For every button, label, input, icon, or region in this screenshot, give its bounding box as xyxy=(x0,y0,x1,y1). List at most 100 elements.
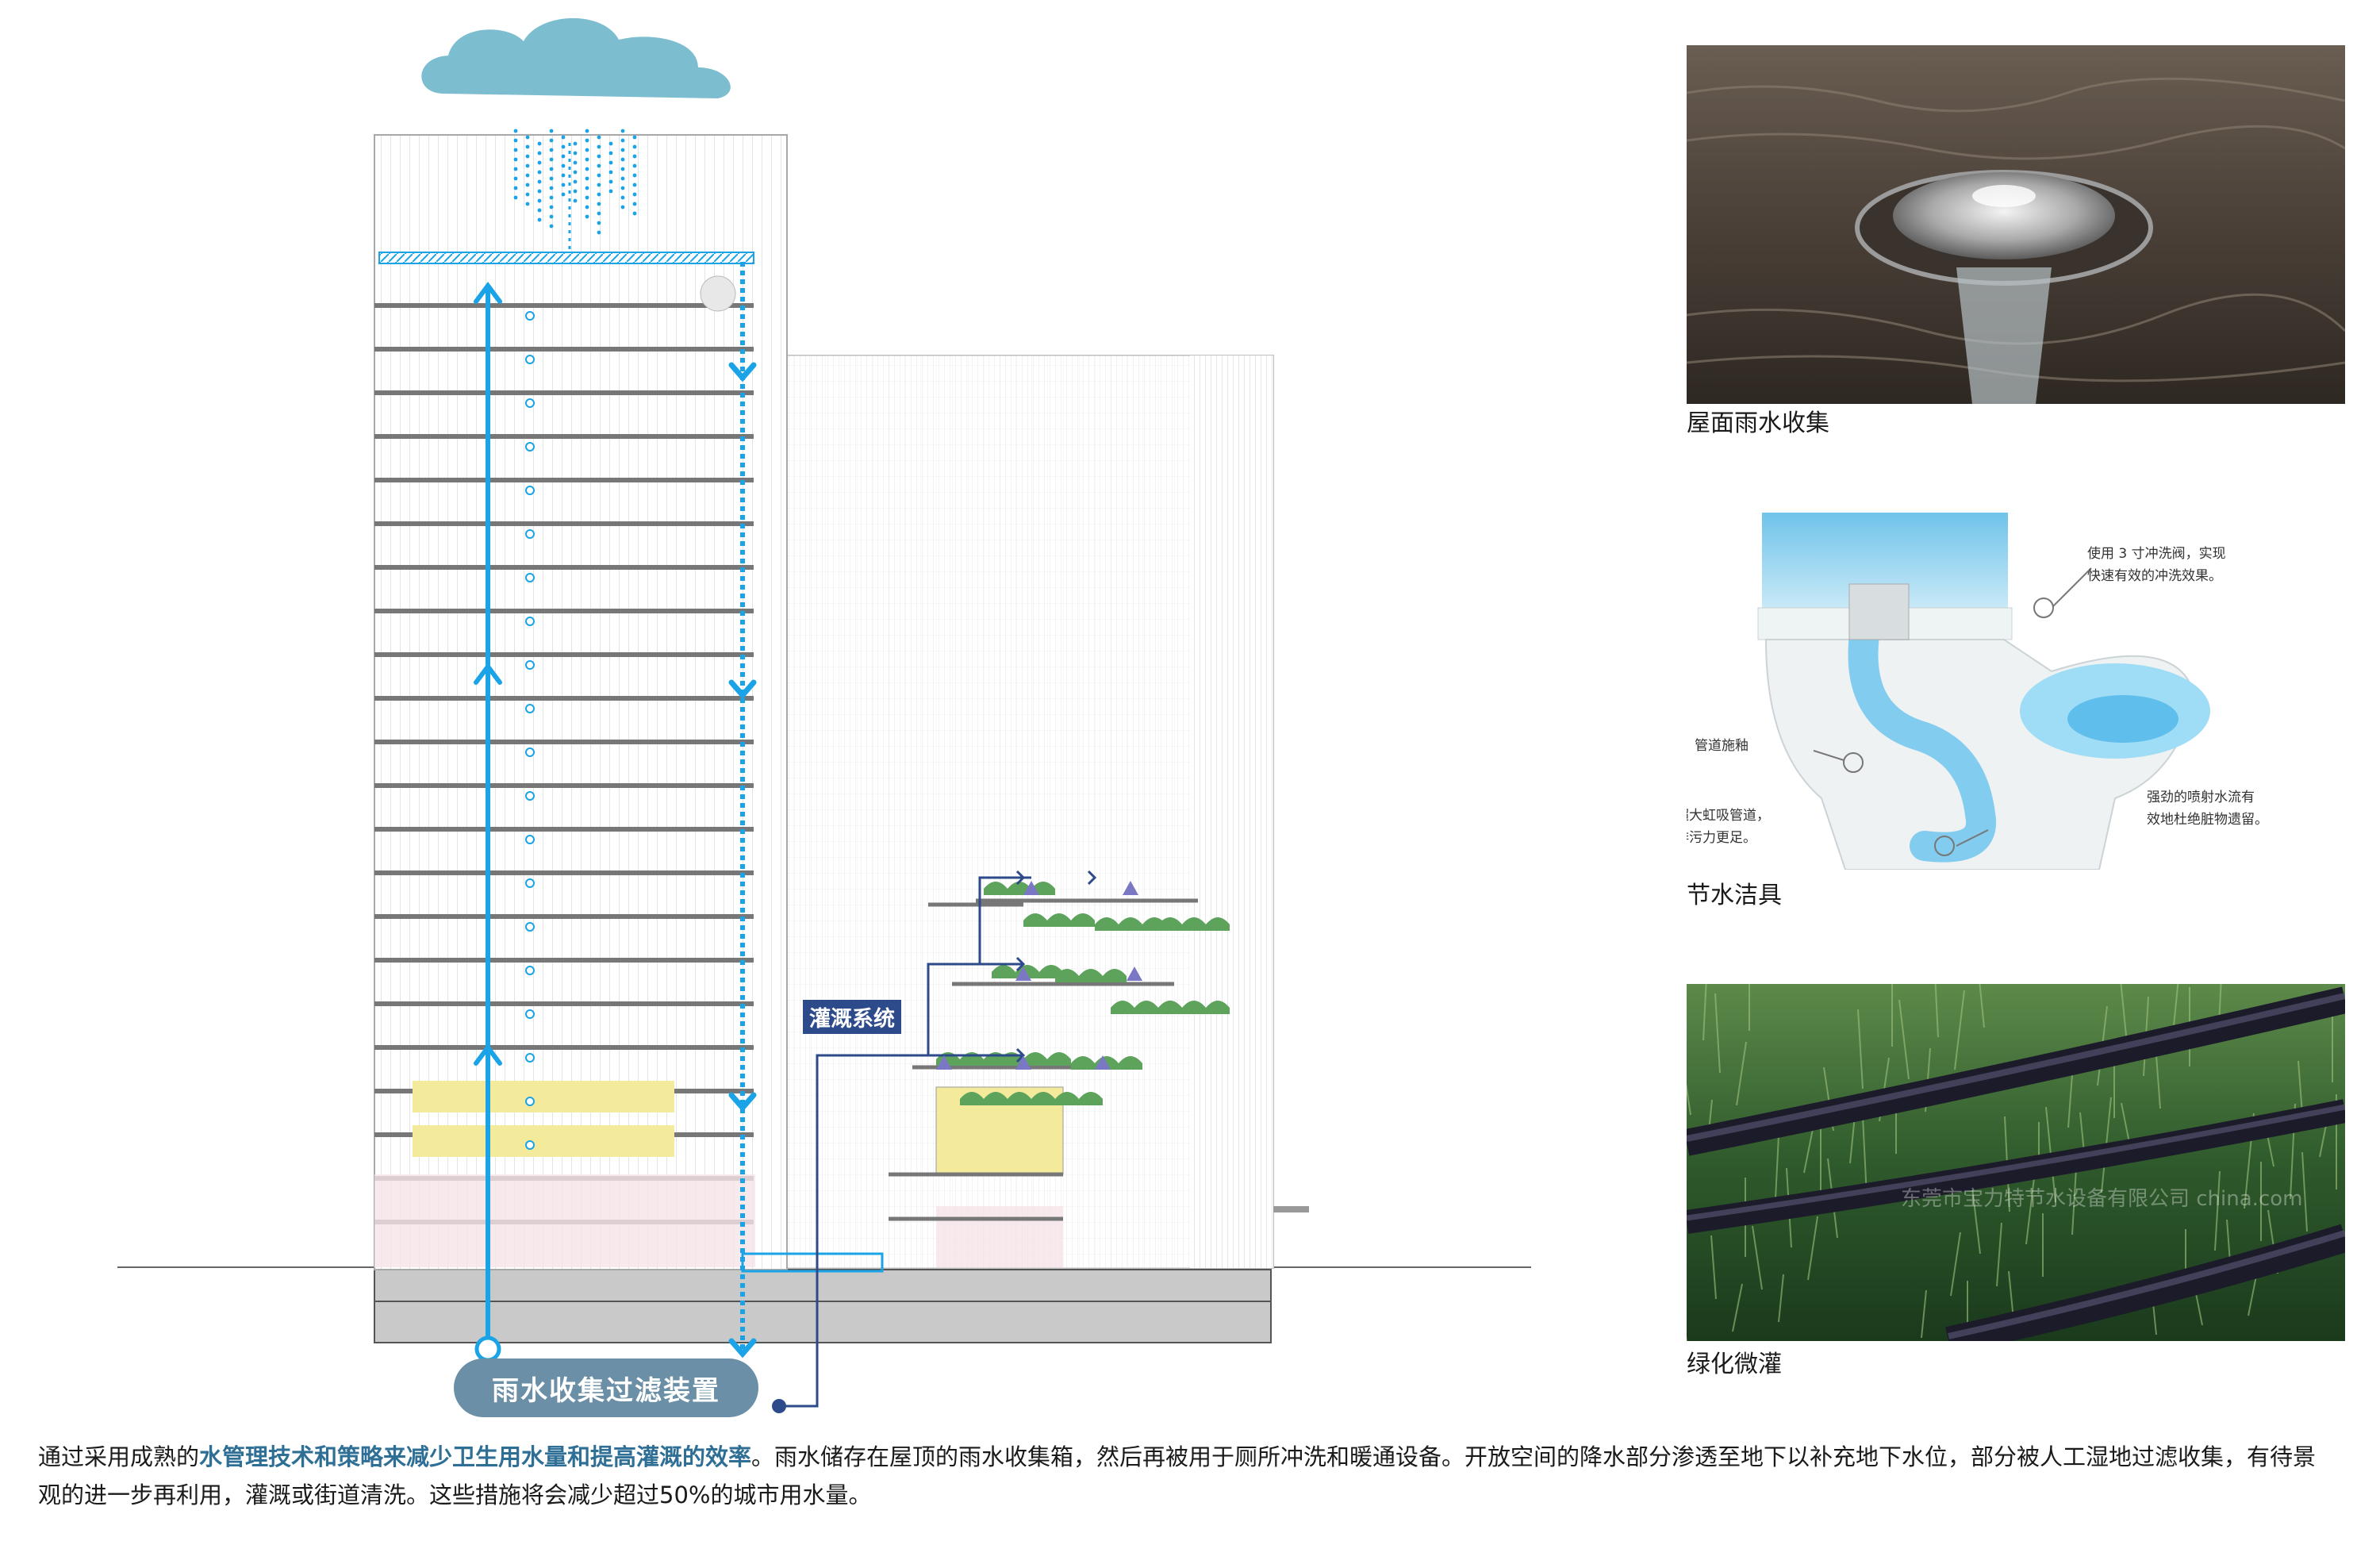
rain-drop xyxy=(561,135,566,140)
rain-drop xyxy=(537,208,542,213)
rain-drop xyxy=(549,205,554,209)
floor-outlet xyxy=(525,617,535,626)
rain-drop xyxy=(632,154,637,159)
grass-blade xyxy=(2120,984,2128,1044)
caption-water-saving-fixtures: 节水洁具 xyxy=(1687,882,1782,909)
rain-drop xyxy=(632,144,637,149)
sprinkler-head xyxy=(936,1055,952,1070)
rain-drop xyxy=(608,141,613,146)
left-tower xyxy=(374,134,788,1270)
pink-lobby xyxy=(374,1174,755,1267)
basement xyxy=(374,1269,1272,1343)
rain-drop xyxy=(549,148,554,152)
rain-drop xyxy=(585,129,589,133)
rain-drop xyxy=(620,129,625,133)
rain-drop xyxy=(585,148,589,152)
rainwater-collector-label: 雨水收集过滤装置 xyxy=(454,1358,758,1417)
floor-outlet xyxy=(525,398,535,408)
rain-drop xyxy=(585,176,589,181)
roof-rain-tank xyxy=(378,252,754,264)
annotation-pipe-glaze: 管道施釉 xyxy=(1695,738,1749,754)
grass-blade xyxy=(1702,984,1707,1041)
rain-drop xyxy=(549,214,554,219)
rain-drop xyxy=(620,167,625,171)
watermark: 东莞市宝力特节水设备有限公司 china.com xyxy=(1901,1187,2303,1211)
rain-drop xyxy=(561,183,566,187)
grass-blade xyxy=(1996,1222,2002,1287)
rain-drop xyxy=(549,195,554,200)
sprinkler-head xyxy=(1015,966,1031,981)
rain-drop xyxy=(597,202,601,206)
rain-drop xyxy=(573,179,578,184)
rain-drop xyxy=(597,183,601,187)
rain-drop xyxy=(620,138,625,143)
floor-outlet xyxy=(525,529,535,539)
rain-drop xyxy=(597,154,601,159)
grass-blade xyxy=(2214,1170,2221,1251)
rain-drop xyxy=(620,186,625,190)
floor-outlet xyxy=(525,1140,535,1150)
rain-drop xyxy=(585,195,589,200)
flow-down-arrow xyxy=(728,679,757,700)
plant-shrub xyxy=(1158,917,1230,931)
floor-outlet xyxy=(525,791,535,801)
rain-drop xyxy=(585,186,589,190)
rain-drop xyxy=(561,144,566,149)
rain-drop xyxy=(597,230,601,235)
grass-blade xyxy=(1979,984,1985,1028)
rain-drop xyxy=(608,179,613,184)
flow-up-arrow xyxy=(474,1043,502,1066)
grass-blade xyxy=(1803,1124,1814,1174)
caption-green-drip-irrigation: 绿化微灌 xyxy=(1687,1351,1782,1378)
rain-drop xyxy=(549,129,554,133)
rain-drop xyxy=(620,157,625,162)
rain-drop xyxy=(585,157,589,162)
rain-drop xyxy=(525,202,530,206)
grass-blade xyxy=(1732,1283,1743,1332)
rain-drop xyxy=(573,170,578,175)
rain-drop xyxy=(513,138,518,143)
irrigation-chevron xyxy=(1015,956,1026,972)
grass-blade xyxy=(1849,1115,1856,1164)
sprinkler-head xyxy=(1123,881,1138,895)
rain-drop xyxy=(597,163,601,168)
floor-outlet xyxy=(525,1097,535,1106)
rain-drop xyxy=(597,135,601,140)
floor-outlet xyxy=(525,486,535,495)
rain-drop xyxy=(537,170,542,175)
annotation-flush-valve: 使用 3 寸冲洗阀，实现 快速有效的冲洗效果。 xyxy=(2087,546,2226,584)
rain-drop xyxy=(513,176,518,181)
rain-drop xyxy=(632,211,637,216)
grass-blade xyxy=(1950,1232,1961,1297)
yellow-floor xyxy=(413,1081,674,1113)
rain-drop xyxy=(585,138,589,143)
flow-down-arrow xyxy=(728,362,757,382)
rain-drop xyxy=(585,167,589,171)
rain-drop xyxy=(561,154,566,159)
rain-drop xyxy=(549,224,554,229)
rain-drop xyxy=(561,163,566,168)
rain-drop xyxy=(549,167,554,171)
rain-drop xyxy=(525,144,530,149)
plant-shrub xyxy=(992,965,1063,978)
rain-drop xyxy=(525,154,530,159)
plant-shrub xyxy=(1158,1001,1230,1014)
rain-drop xyxy=(549,176,554,181)
flow-up-arrow xyxy=(474,282,502,304)
rain-drop xyxy=(608,170,613,175)
rain-drop xyxy=(632,173,637,178)
rain-drop xyxy=(561,192,566,197)
rain-drop xyxy=(513,186,518,190)
grass-blade xyxy=(1714,993,1721,1074)
grass-blade xyxy=(1807,1216,1818,1281)
grass-blade xyxy=(2008,1270,2014,1320)
rain-drop xyxy=(537,151,542,156)
rain-drop xyxy=(573,198,578,203)
sprinkler-head xyxy=(1015,1055,1031,1070)
irrigation-chevron xyxy=(1087,870,1097,886)
rain-drop xyxy=(620,148,625,152)
floor-outlet xyxy=(525,878,535,888)
grass-blade xyxy=(1687,1082,1691,1116)
flow-down-arrow xyxy=(728,1338,757,1358)
rain-drop xyxy=(632,183,637,187)
